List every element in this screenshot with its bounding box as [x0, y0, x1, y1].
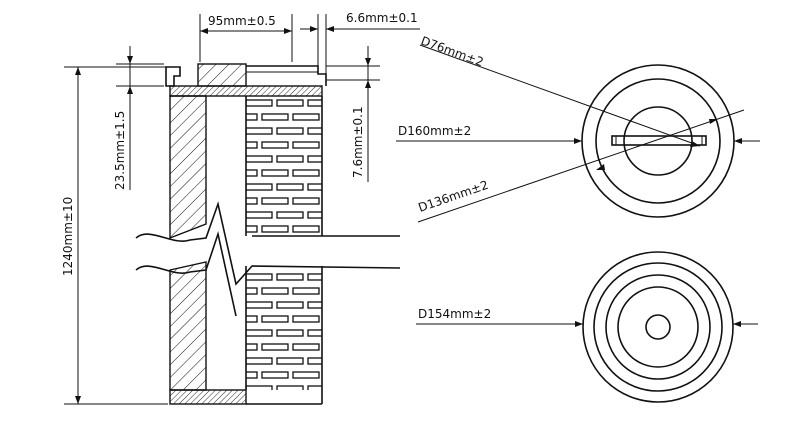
dim-outer-diameter-top: D160mm±2	[398, 124, 471, 138]
perforation-slot	[307, 385, 322, 390]
perforated-core-bottom	[246, 273, 350, 390]
outer-wall-top	[169, 95, 207, 240]
perforation-slot	[246, 301, 273, 309]
perforation-slot	[307, 301, 322, 309]
bottom-view: D154mm±2	[416, 251, 758, 403]
perforation-slot	[324, 226, 350, 232]
dim-inner-diameter-top: D76mm±2	[419, 34, 485, 70]
dim-wall: 6.6mm±0.1	[346, 11, 418, 25]
perforation-slot	[292, 371, 320, 379]
perforation-slot	[261, 113, 289, 121]
perforation-slot	[276, 127, 304, 135]
perforation-slot	[246, 329, 273, 337]
perforation-slot	[324, 142, 350, 148]
perforation-slot	[307, 155, 322, 163]
perforation-slot	[324, 198, 350, 204]
perforation-slot	[307, 211, 322, 219]
perforation-slot	[292, 197, 320, 205]
dim-width-top: 95mm±0.5	[208, 14, 276, 28]
perforation-slot	[261, 141, 289, 149]
perforation-slot	[324, 372, 350, 378]
perforation-slot	[324, 114, 350, 120]
perforation-slot	[307, 357, 322, 365]
end-cap-top-band	[169, 85, 323, 97]
perforation-slot	[276, 329, 304, 337]
perforation-slot	[307, 183, 322, 191]
perforation-slot	[324, 288, 350, 294]
dimension-lines: 95mm±0.5 6.6mm±0.1 23.5mm±1.5 7.6mm±0.1 …	[61, 11, 420, 405]
perforation-slot	[292, 225, 320, 233]
perforation-slot	[261, 169, 289, 177]
perforation-slot	[276, 183, 304, 191]
perforation-slot	[276, 301, 304, 309]
perforation-slot	[276, 99, 304, 107]
perforation-slot	[246, 211, 273, 219]
perforation-slot	[261, 371, 289, 379]
perforation-slot	[261, 315, 289, 323]
perforation-slot	[246, 371, 258, 379]
dim-length: 1240mm±10	[61, 197, 75, 276]
perforation-slot	[246, 343, 258, 351]
break-line	[135, 201, 401, 286]
dim-diameter-bottom: D154mm±2	[418, 307, 491, 321]
perforation-slot	[307, 329, 322, 337]
perforation-slot	[307, 99, 322, 107]
end-cap-rim	[246, 65, 327, 86]
perforation-slot	[261, 287, 289, 295]
dim-end-thickness: 7.6mm±0.1	[351, 106, 365, 178]
perforation-slot	[246, 273, 273, 281]
end-cap-left-lip	[165, 66, 181, 87]
perforation-slot	[276, 273, 304, 281]
perforation-slot	[246, 385, 273, 390]
perforation-slot	[307, 273, 322, 281]
perforation-slot	[292, 343, 320, 351]
perforation-slot	[261, 197, 289, 205]
perforation-slot	[246, 141, 258, 149]
perforation-slot	[276, 357, 304, 365]
outer-wall-bottom	[169, 261, 207, 391]
perforation-slot	[246, 169, 258, 177]
perforation-slot	[246, 315, 258, 323]
end-cap-bottom	[169, 389, 247, 405]
filter-side-view	[135, 63, 401, 405]
perforation-slot	[261, 225, 289, 233]
perforation-slot	[292, 315, 320, 323]
perforation-slot	[292, 169, 320, 177]
perforation-slot	[246, 225, 258, 233]
perforation-slot	[276, 385, 304, 390]
dim-mid-diameter-top: D136mm±2	[416, 178, 490, 215]
end-cap-top-block	[197, 63, 247, 87]
perforation-slot	[261, 343, 289, 351]
break-line-lower	[135, 230, 237, 317]
perforation-slot	[246, 99, 273, 107]
perforation-slot	[276, 211, 304, 219]
perforation-slot	[246, 197, 258, 205]
perforation-slot	[324, 344, 350, 350]
perforation-slot	[246, 183, 273, 191]
perforation-slot	[276, 155, 304, 163]
perforation-slot	[307, 127, 322, 135]
perforated-core-top	[246, 99, 350, 233]
perforation-slot	[292, 113, 320, 121]
perforation-slot	[324, 170, 350, 176]
top-view: D76mm±2 D160mm±2 D136mm±2	[396, 34, 760, 223]
perforation-slot	[246, 155, 273, 163]
perforation-slot	[246, 113, 258, 121]
dim-cap-height: 23.5mm±1.5	[113, 111, 127, 190]
perforation-slot	[292, 141, 320, 149]
perforation-slot	[324, 316, 350, 322]
perforation-slot	[246, 127, 273, 135]
perforation-slot	[246, 287, 258, 295]
perforation-slot	[292, 287, 320, 295]
perforation-slot	[246, 357, 273, 365]
